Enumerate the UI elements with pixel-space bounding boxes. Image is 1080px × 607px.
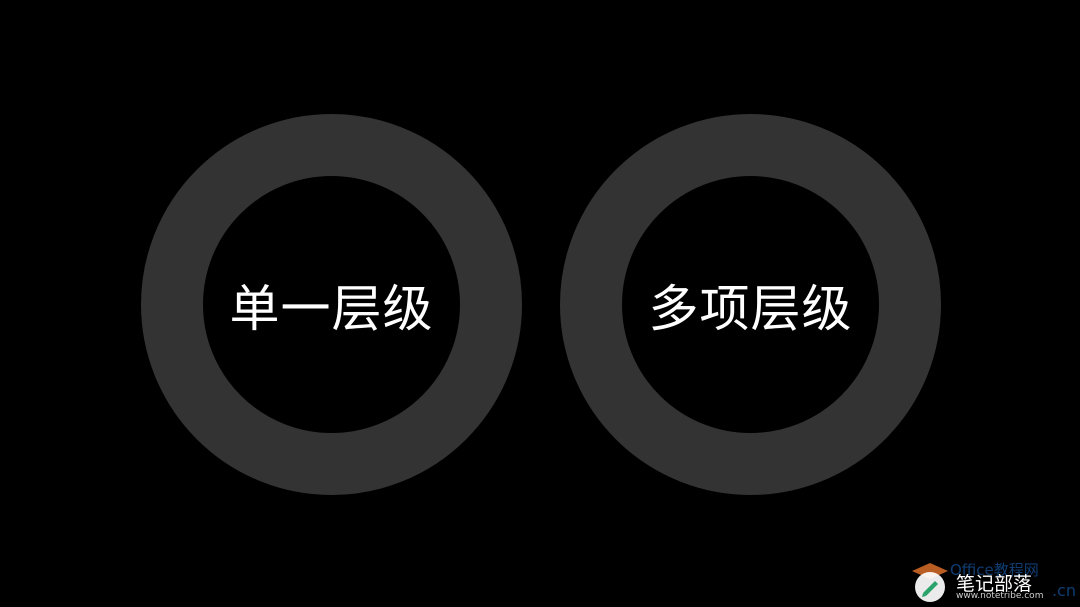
single-level-label: 单一层级: [229, 279, 434, 338]
multi-level-label: 多项层级: [648, 279, 853, 338]
watermark: Office教程网 笔记部落 www.notetribe.com .cn: [908, 559, 1076, 605]
watermark-site-suffix: .cn: [1051, 581, 1076, 600]
pen-icon: [912, 563, 948, 602]
watermark-url: www.notetribe.com: [956, 591, 1044, 601]
watermark-name: 笔记部落: [956, 573, 1033, 595]
ring-multi-level: 多项层级: [560, 114, 941, 495]
ring-single-level: 单一层级: [141, 114, 522, 495]
watermark-site: Office教程网: [950, 561, 1039, 579]
